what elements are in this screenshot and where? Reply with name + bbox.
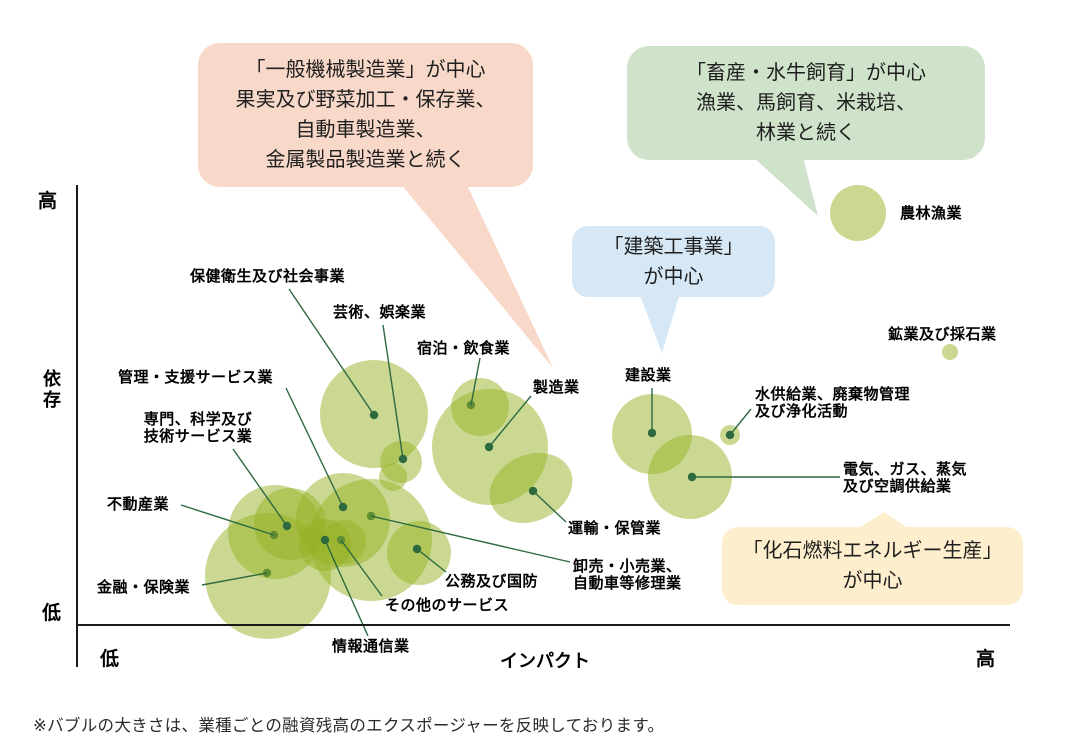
leader-line-kanri — [285, 387, 344, 508]
bubble-label-joho: 情報通信業 — [332, 638, 410, 655]
callout-fossil: 「化石燃料エネルギー生産」 が中心 — [722, 527, 1023, 605]
leader-line-fudosan — [180, 504, 275, 536]
callout-tail-livestock — [753, 157, 818, 216]
x-axis-low-label: 低 — [100, 649, 120, 670]
bubble-norin — [830, 185, 886, 241]
bubble-label-senmon: 専門、科学及び 技術サービス業 — [143, 411, 253, 445]
leader-line-komu — [416, 548, 447, 573]
leader-line-unyu — [532, 490, 567, 523]
y-axis-low-label: 低 — [42, 603, 62, 624]
leader-line-kinyu — [201, 572, 268, 586]
leader-line-sonota — [340, 539, 383, 597]
leader-line-seizo — [488, 395, 532, 448]
bubble-label-oroshiuri: 卸売・小売業、 自動車等修理業 — [573, 558, 682, 592]
leader-lines-layer — [180, 288, 840, 637]
x-axis-high-label: 高 — [976, 649, 996, 670]
bubble-joho — [299, 519, 351, 571]
bubble-label-shukuhaku: 宿泊・飲食業 — [417, 340, 511, 357]
leader-line-shukuhaku — [470, 357, 481, 406]
bubble-label-kinyu: 金融・保険業 — [97, 579, 191, 596]
bubble-label-kogyo: 鉱業及び採石業 — [888, 326, 997, 343]
leader-line-joho — [324, 539, 369, 637]
bubble-small-overlap — [379, 463, 407, 491]
bubble-label-norin: 農林漁業 — [900, 205, 963, 222]
bubble-label-seizo: 製造業 — [533, 379, 580, 396]
leader-line-mizu — [729, 408, 752, 436]
y-axis-high-label: 高 — [38, 191, 58, 212]
bubble-label-fudosan: 不動産業 — [107, 496, 170, 513]
bubble-label-hoken: 保健衛生及び社会事業 — [190, 268, 346, 285]
callout-construction: 「建築工事業」 が中心 — [572, 226, 775, 297]
bubble-label-kensetsu: 建設業 — [625, 367, 672, 384]
callout-tail-machinery — [400, 183, 553, 368]
bubbles-layer — [205, 185, 958, 639]
y-axis-title: 依存 — [41, 369, 61, 411]
x-axis-title: インパクト — [500, 651, 590, 671]
bubble-komu — [387, 521, 451, 585]
callout-tail-construction — [639, 293, 680, 353]
bubble-label-sonota: その他のサービス — [385, 597, 510, 614]
leader-line-hoken — [288, 288, 375, 416]
callout-livestock: 「畜産・水牛飼育」が中心 漁業、馬飼育、米栽培、 林業と続く — [627, 46, 985, 160]
bubble-label-geijutsu: 芸術、娯楽業 — [333, 304, 427, 321]
bubble-label-kanri: 管理・支援サービス業 — [118, 369, 274, 386]
leader-line-geijutsu — [382, 324, 404, 460]
bubble-label-unyu: 運輸・保管業 — [568, 520, 662, 537]
leader-line-senmon — [232, 448, 288, 527]
bubble-label-denki: 電気、ガス、蒸気 及び空調供給業 — [843, 461, 968, 495]
size-footnote: ※バブルの大きさは、業種ごとの融資残高のエクスポージャーを反映しております。 — [33, 717, 665, 735]
bubble-kogyo — [942, 344, 958, 360]
callout-tail-fossil — [856, 512, 911, 530]
bubble-label-komu: 公務及び国防 — [445, 573, 539, 590]
bubble-label-mizu: 水供給業、廃棄物管理 及び浄化活動 — [755, 386, 911, 420]
leader-line-oroshiuri — [370, 515, 571, 563]
callout-machinery: 「一般機械製造業」が中心 果実及び野菜加工・保存業、 自動車製造業、 金属製品製… — [198, 43, 533, 187]
